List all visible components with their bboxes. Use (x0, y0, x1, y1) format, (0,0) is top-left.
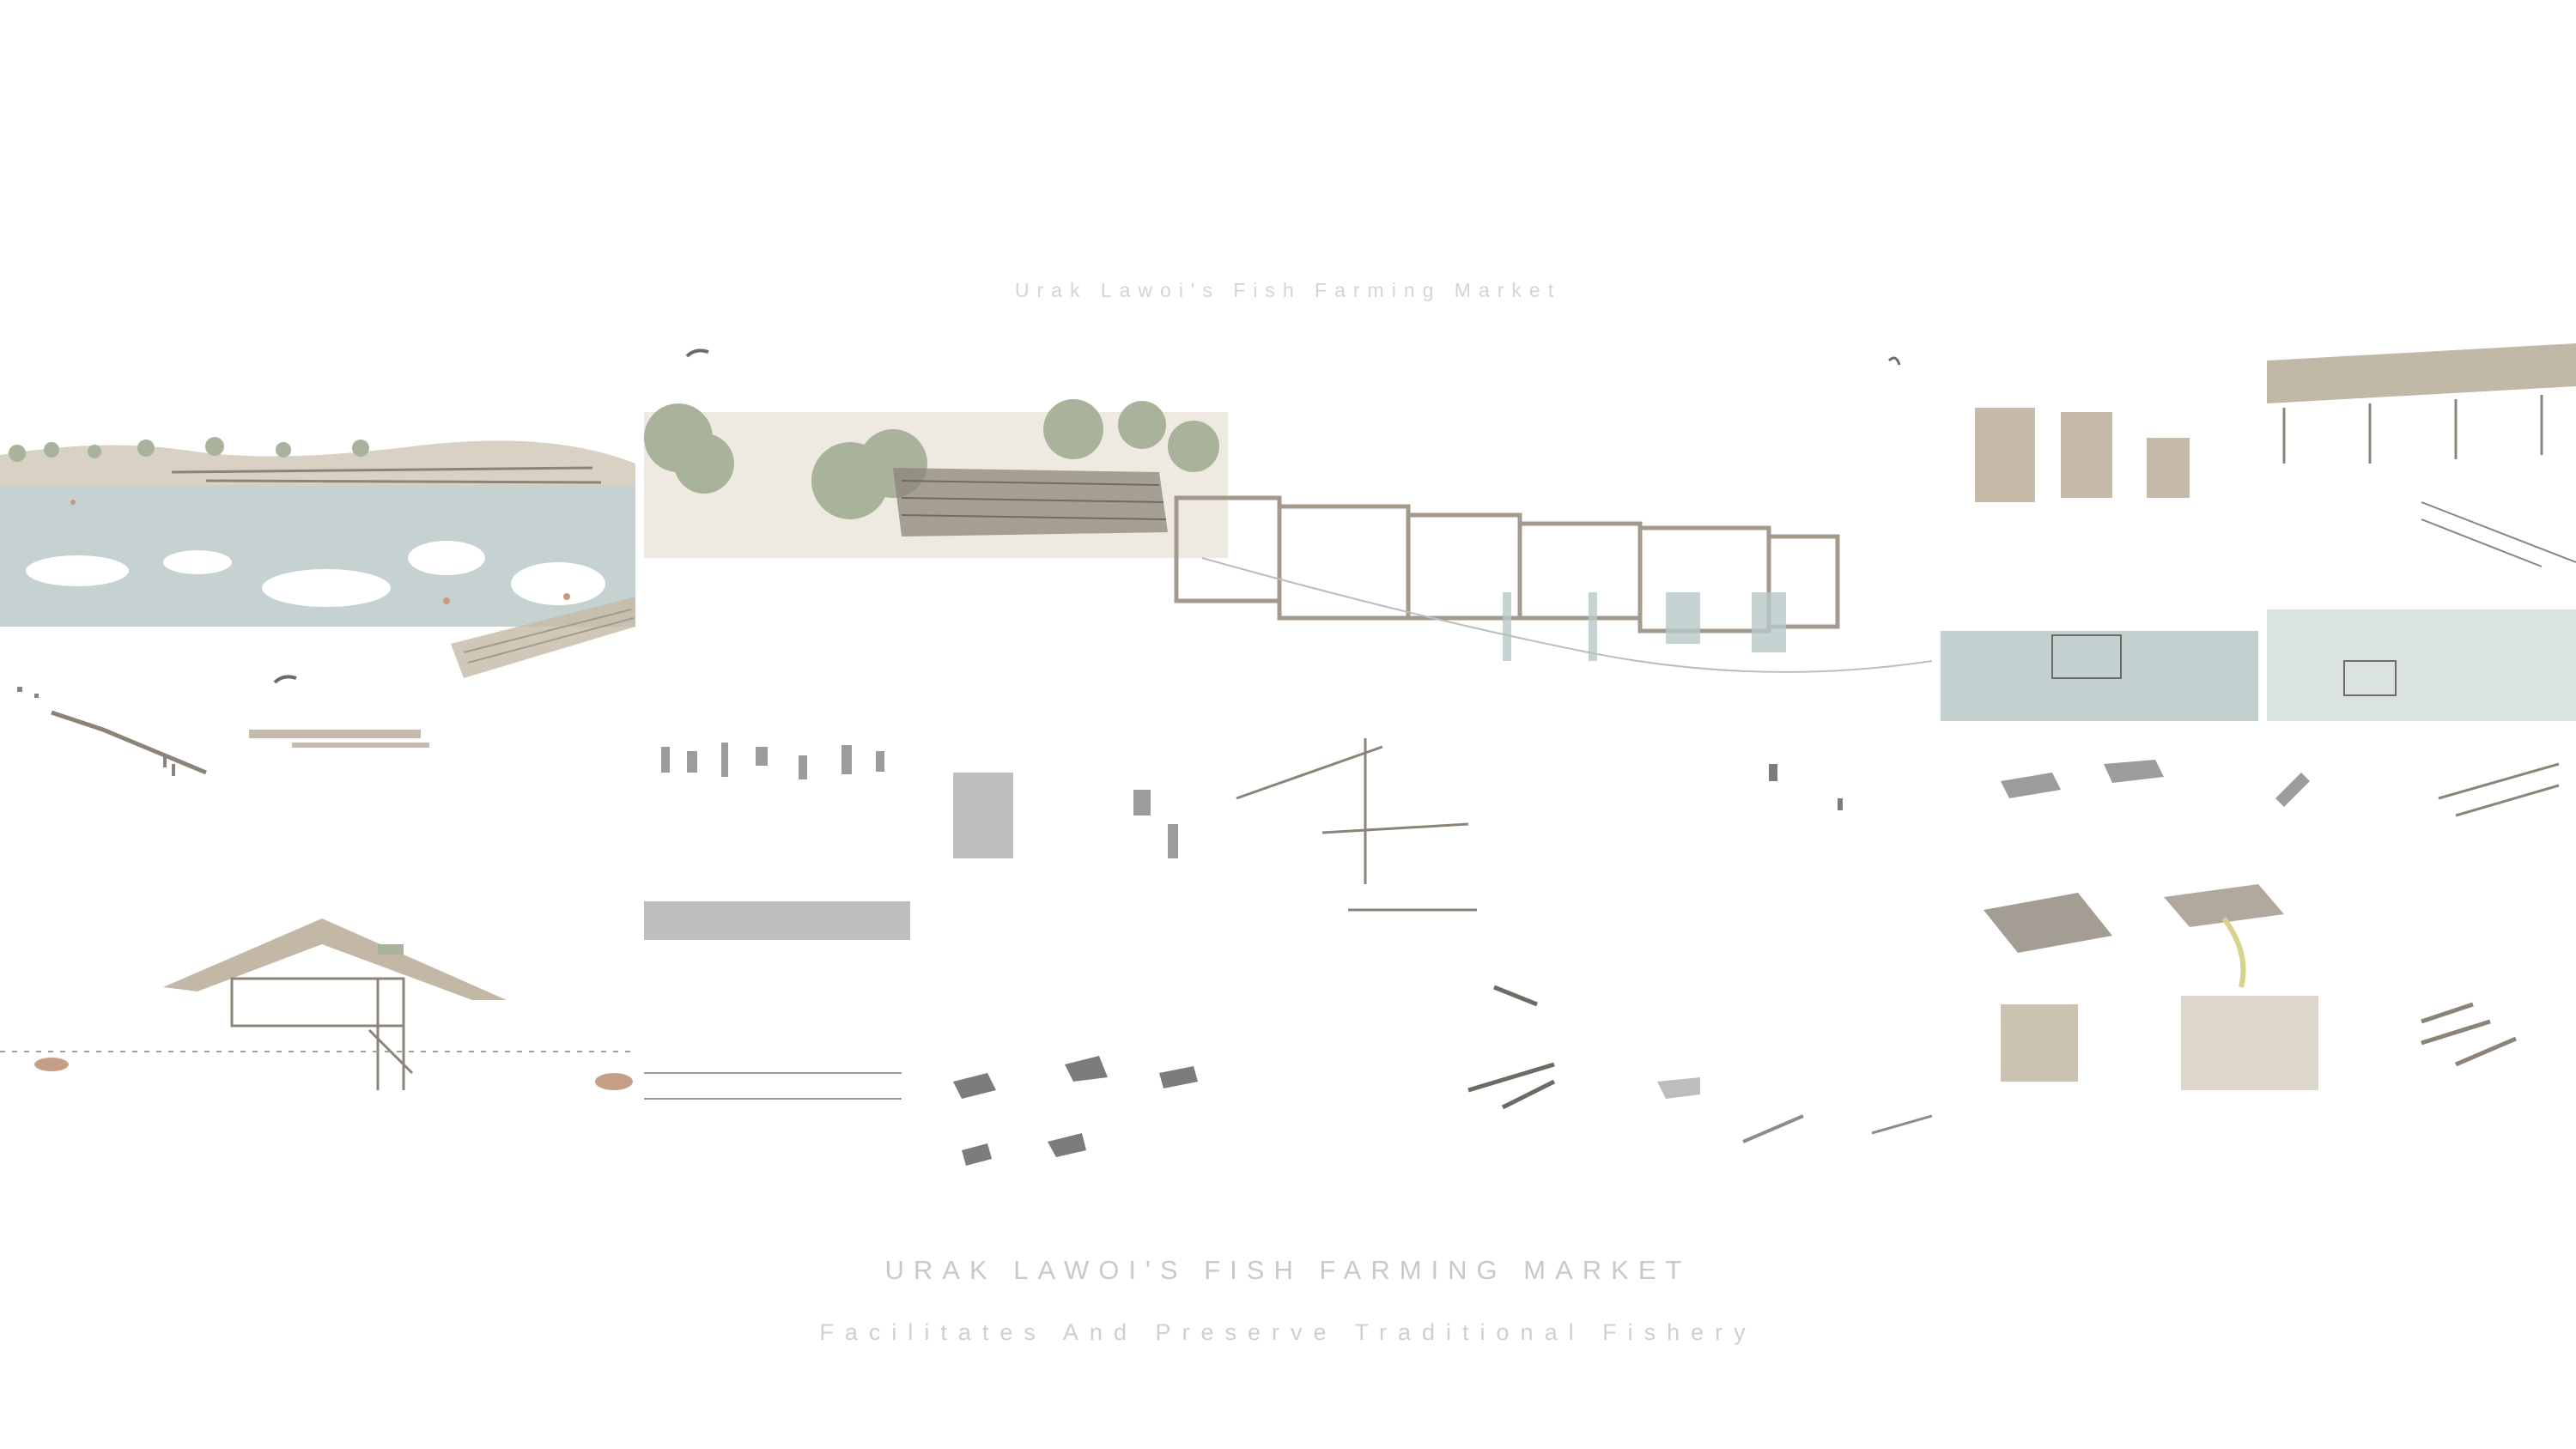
footer-main-title: URAK LAWOI'S FISH FARMING MARKET (884, 1255, 1692, 1285)
site-section-elevation (644, 335, 1932, 678)
gable-section-image (0, 919, 635, 1185)
header-small-title: Urak Lawoi's Fish Farming Market (1014, 279, 1562, 301)
site-plan-drawings (644, 730, 1932, 944)
exploded-axonometric-top (1941, 335, 2576, 730)
component-axonometrics (1941, 747, 2576, 1193)
site-axonometric-image (0, 592, 635, 876)
structural-details (644, 961, 1932, 1193)
presentation-board (0, 335, 2576, 1202)
footer-subtitle: Facilitates And Preserve Traditional Fis… (819, 1319, 1757, 1345)
